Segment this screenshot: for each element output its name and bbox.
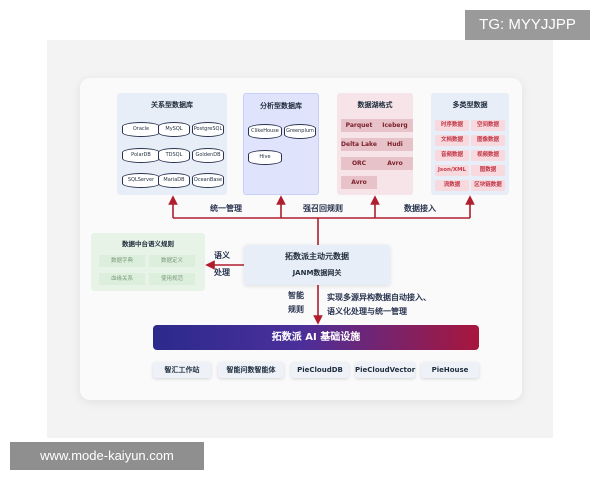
product-piehouse: PieHouse xyxy=(421,362,479,378)
bottom-watermark: www.mode-kaiyun.com xyxy=(10,442,204,470)
lake-parquet: Parquet xyxy=(341,119,377,132)
db-hive: Hive xyxy=(248,150,282,165)
rule-lineage: 血缘关系 xyxy=(99,273,145,285)
rule-usage-spec: 使用规范 xyxy=(149,273,195,285)
semantic-rules-title: 数据中台语义规则 xyxy=(122,240,174,248)
multi-image: 图像数据 xyxy=(471,135,505,146)
lake-orc: ORC xyxy=(341,157,377,170)
multi-graph: 图数据 xyxy=(471,165,505,176)
multi-blockchain: 区块链数据 xyxy=(471,180,505,191)
multi-timeseries: 时序数据 xyxy=(435,120,469,131)
multi-spatial: 空间数据 xyxy=(471,120,505,131)
lake-iceberg: Iceberg xyxy=(377,119,413,132)
multi-json-xml: Json/XML xyxy=(435,165,469,176)
data-lake-card: 数据湖格式 Parquet Iceberg Delta Lake Hudi OR… xyxy=(337,93,413,195)
label-smart-1: 智能 xyxy=(288,291,304,300)
multi-document: 文档数据 xyxy=(435,135,469,146)
label-unified-management: 统一管理 xyxy=(210,204,242,213)
relational-db-card: 关系型数据库 Oracle MySQL PostgreSQL PolarDB T… xyxy=(117,93,227,195)
db-mysql: MySQL xyxy=(158,122,190,137)
db-tdsql: TDSQL xyxy=(158,148,190,163)
db-mariadb: MariaDB xyxy=(158,173,190,188)
label-smart-2: 规则 xyxy=(288,305,304,314)
db-sqlserver: SQLServer xyxy=(122,173,160,188)
rule-data-definition: 数据定义 xyxy=(149,255,195,267)
multi-stream: 流数据 xyxy=(435,180,469,191)
relational-db-title: 关系型数据库 xyxy=(151,101,193,109)
lake-delta-lake: Delta Lake xyxy=(341,138,377,151)
label-recall-rules: 强召回规则 xyxy=(303,204,343,213)
lake-hudi: Hudi xyxy=(377,138,413,151)
product-workstation: 智汇工作站 xyxy=(153,362,211,378)
ai-infrastructure-bar: 拓数派 AI 基础设施 xyxy=(153,325,479,350)
label-semantic-2: 处理 xyxy=(214,268,230,277)
semantic-rules-card: 数据中台语义规则 数据字典 数据定义 血缘关系 使用规范 xyxy=(91,233,205,291)
analytical-db-title: 分析型数据库 xyxy=(260,102,302,110)
db-oceanbase: OceanBase xyxy=(192,173,224,188)
db-postgresql: PostgreSQL xyxy=(192,122,224,137)
db-greenplum: Greenplum xyxy=(284,124,316,139)
lake-avro-1: Avro xyxy=(377,157,413,170)
active-metadata-line1: 拓数派主动元数据 xyxy=(285,252,349,261)
label-semantic-1: 语义 xyxy=(214,251,230,260)
multi-video: 视频数据 xyxy=(471,150,505,161)
label-description-1: 实现多源异构数据自动接入、 xyxy=(327,293,431,302)
analytical-db-card: 分析型数据库 ClikeHouse Greenplum Hive xyxy=(243,93,319,195)
active-metadata-box: 拓数派主动元数据 JANM数据网关 xyxy=(244,245,390,285)
db-clickhouse: ClikeHouse xyxy=(248,124,282,139)
data-lake-title: 数据湖格式 xyxy=(357,101,393,109)
product-pieclouddb: PieCloudDB xyxy=(291,362,349,378)
product-qa-agent: 智能问数智能体 xyxy=(218,362,284,378)
lake-avro-2: Avro xyxy=(341,176,377,189)
label-data-ingest: 数据接入 xyxy=(404,204,436,213)
rule-data-dictionary: 数据字典 xyxy=(99,255,145,267)
multi-type-card: 多类型数据 时序数据 空间数据 文档数据 图像数据 音频数据 视频数据 Json… xyxy=(431,93,509,195)
multi-audio: 音频数据 xyxy=(435,150,469,161)
top-watermark: TG: MYYJJPP xyxy=(465,10,590,40)
active-metadata-line2: JANM数据网关 xyxy=(292,269,342,277)
label-description-2: 语义化处理与统一管理 xyxy=(327,307,407,316)
multi-type-title: 多类型数据 xyxy=(452,101,488,109)
product-piecloudvector: PieCloudVector xyxy=(355,362,415,378)
db-goldendb: GoldenDB xyxy=(192,148,224,163)
